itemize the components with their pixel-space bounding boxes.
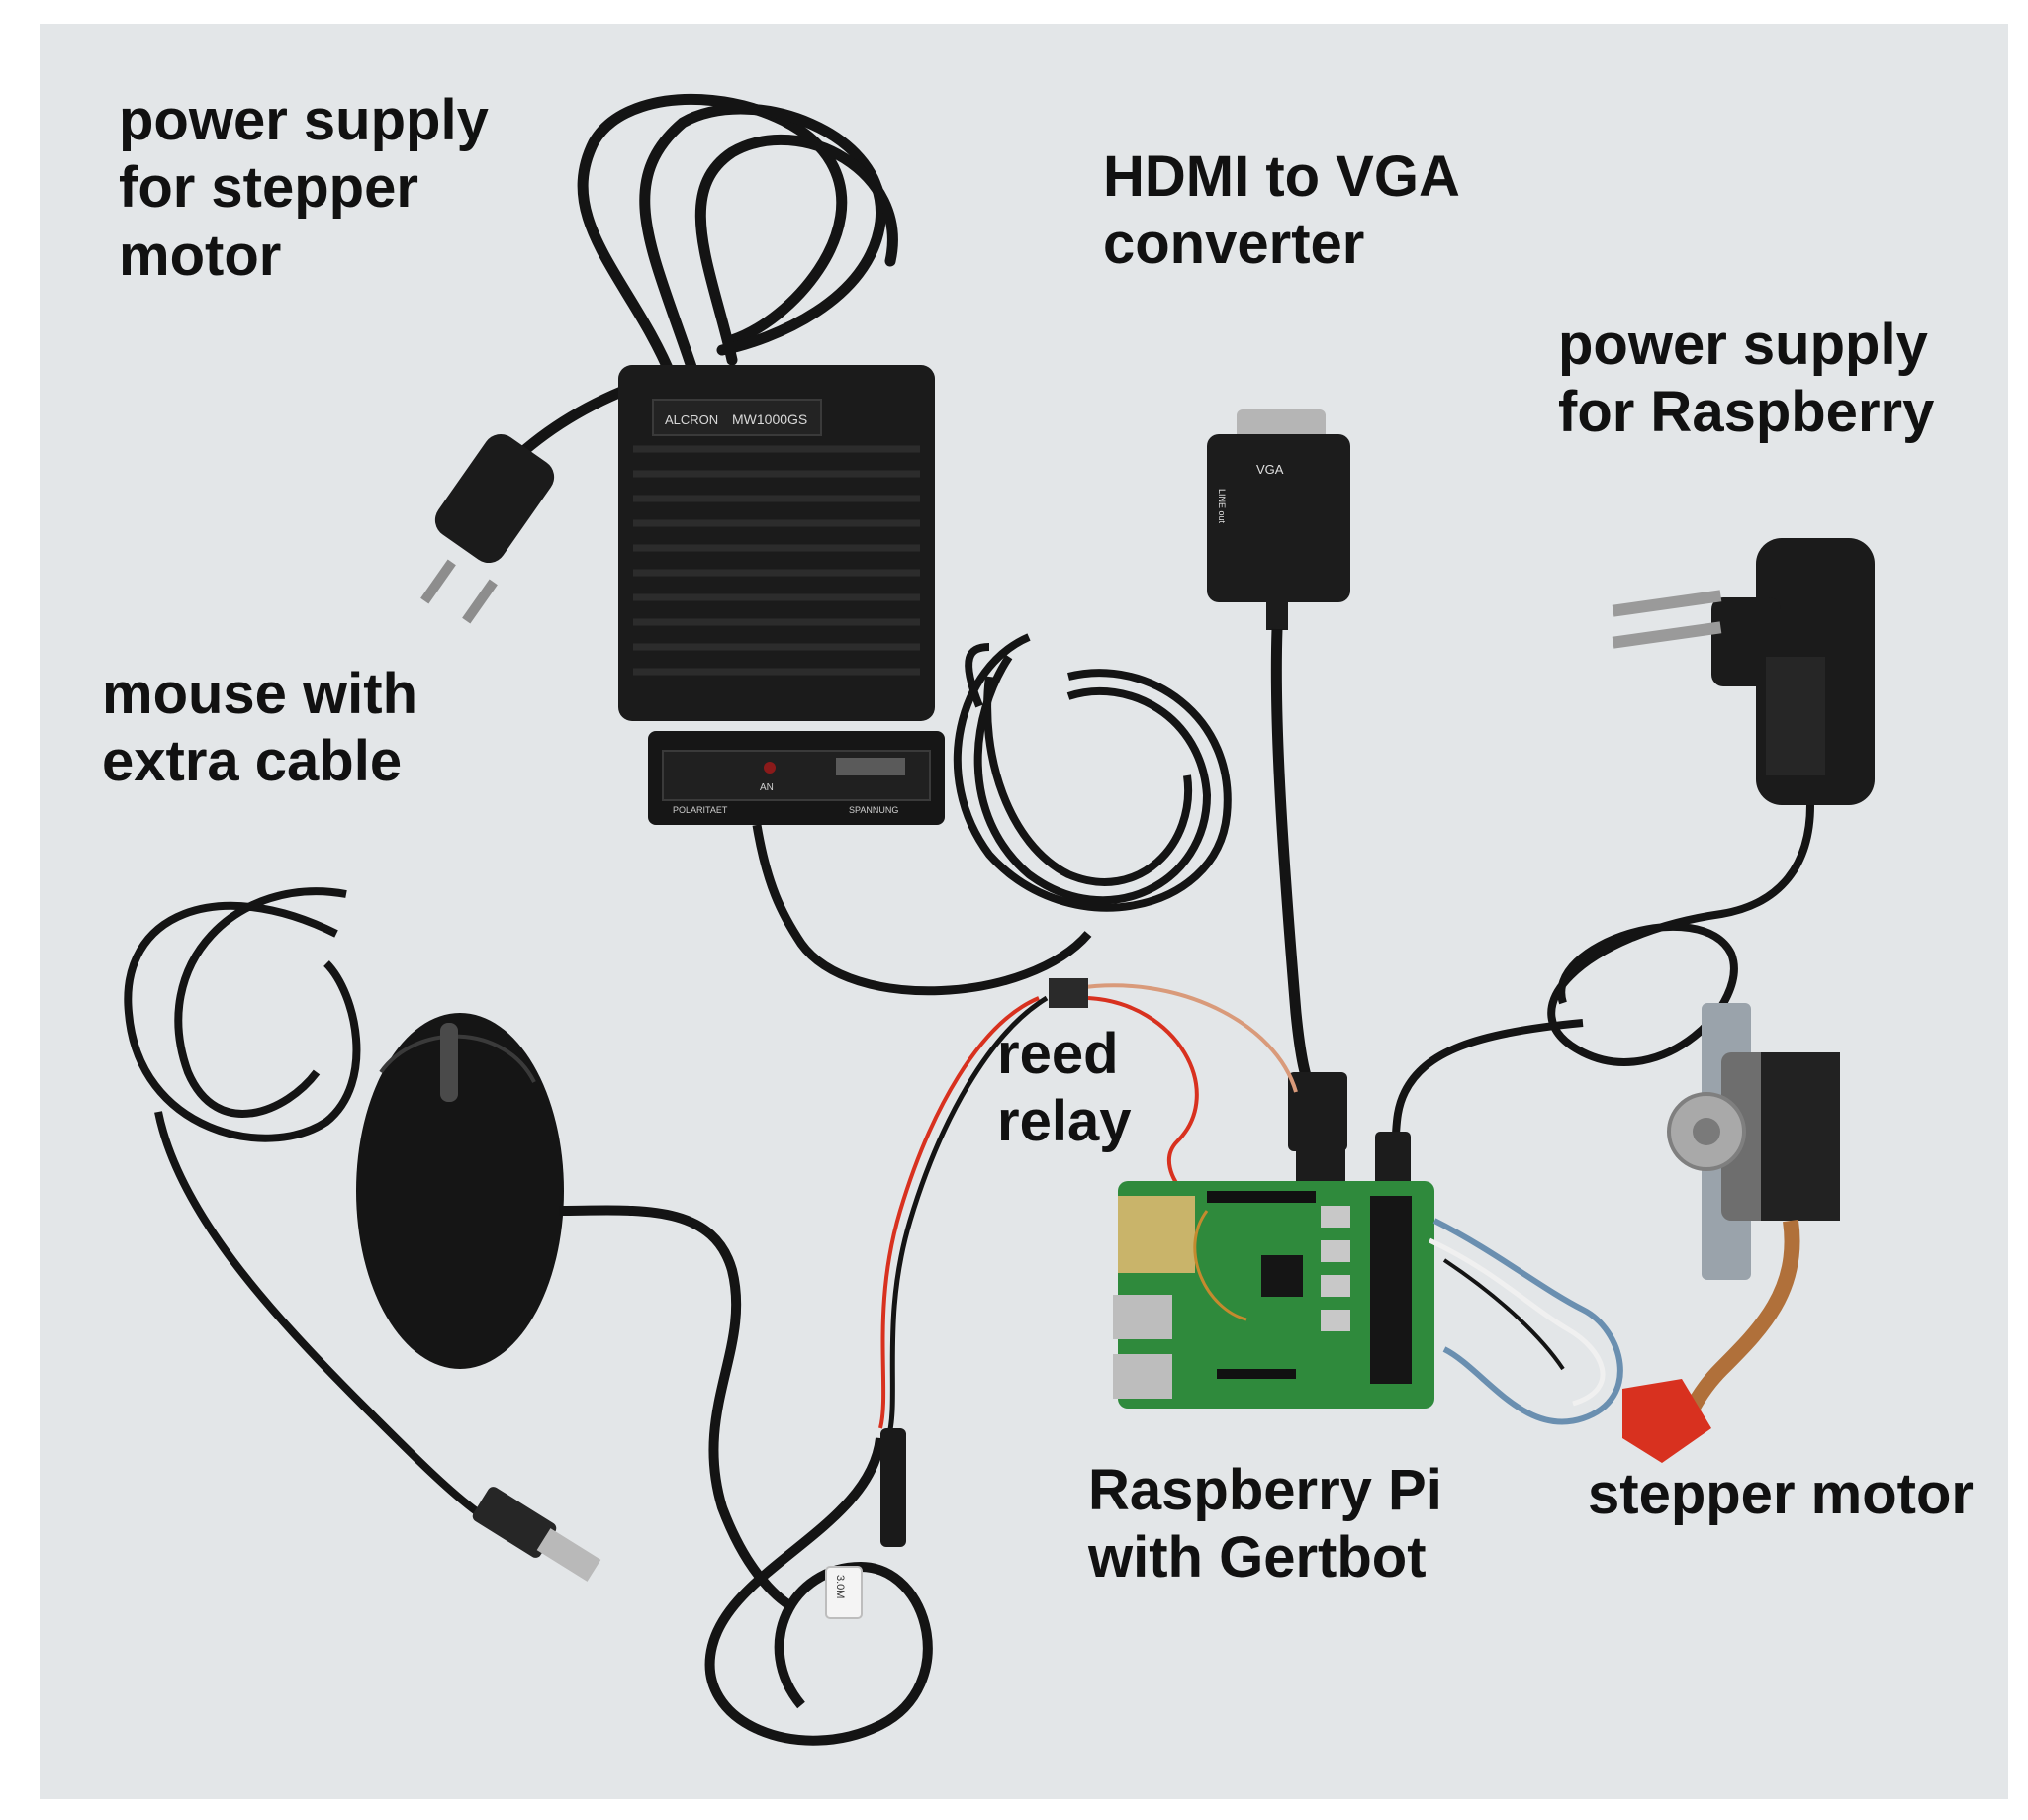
label-raspberry-pi-gertbot: Raspberry Pi with Gertbot	[1088, 1458, 1442, 1591]
stepper-output-cable-coil	[953, 633, 1232, 912]
cable-length-tag: 3.0M	[834, 1575, 846, 1598]
label-hdmi-to-vga-converter: HDMI to VGA converter	[1103, 144, 1460, 277]
psu-brand-marking: ALCRON	[665, 412, 718, 427]
reed-relay-cable: 3.0M	[704, 978, 1298, 1746]
label-power-supply-stepper: power supply for stepper motor	[119, 88, 489, 288]
line-out-marking: LINE out	[1217, 489, 1227, 524]
psu-led-label: AN	[760, 782, 774, 793]
mouse-with-cable	[124, 887, 794, 1611]
setup-photo: ALCRON MW1000GS AN POLARITAET SPANNUNG V…	[40, 24, 2008, 1799]
photo-background	[40, 24, 2008, 1799]
mouse-body	[356, 1013, 564, 1369]
stepper-power-supply: ALCRON MW1000GS AN POLARITAET SPANNUNG	[618, 365, 1092, 996]
hdmi-vga-converter: VGA LINE out	[1207, 410, 1350, 1151]
psu-led	[764, 762, 776, 774]
label-reed-relay: reed relay	[997, 1022, 1132, 1154]
stepper-psu-plug	[420, 433, 555, 624]
red-connector	[1622, 1379, 1711, 1463]
label-mouse-with-extra-cable: mouse with extra cable	[102, 662, 418, 794]
raspberry-pi-gertbot	[1113, 1137, 1434, 1409]
psu-model-marking: MW1000GS	[732, 411, 807, 427]
stepper-motor	[1428, 1003, 1840, 1463]
label-stepper-motor: stepper motor	[1588, 1462, 1974, 1526]
psu-voltage-label: SPANNUNG	[849, 805, 898, 815]
vga-port-marking: VGA	[1256, 462, 1284, 477]
psu-polarity-label: POLARITAET	[673, 805, 728, 815]
raspberry-power-supply	[1375, 538, 1875, 1186]
label-power-supply-raspberry: power supply for Raspberry	[1558, 313, 1935, 445]
